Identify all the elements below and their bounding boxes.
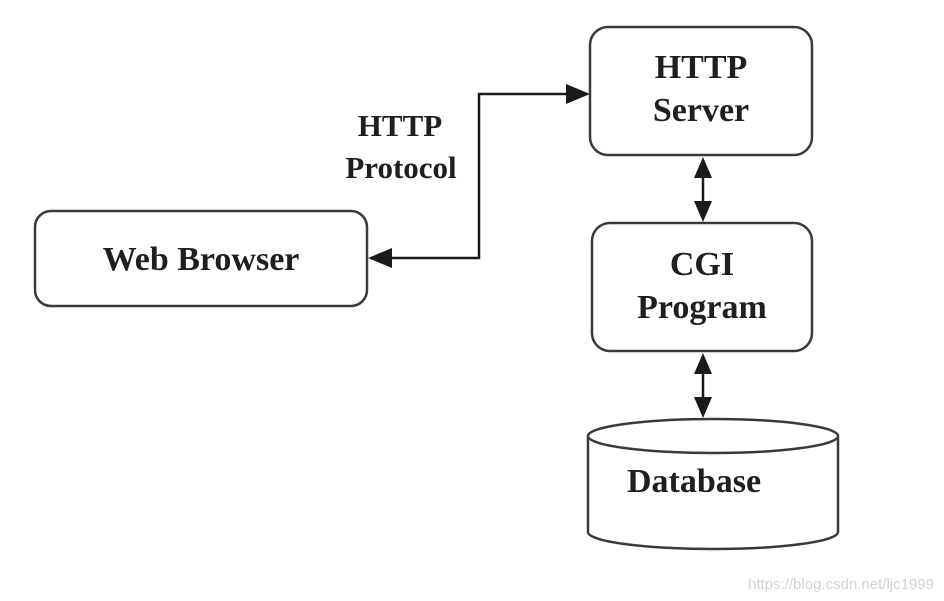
arrowhead-to-web-browser: [368, 248, 392, 268]
web-browser-label: Web Browser: [103, 241, 300, 278]
database-cylinder-top: [586, 417, 840, 455]
http-server-label-line2: Server: [653, 92, 749, 129]
http-protocol-line: [390, 92, 568, 260]
http-protocol-label-line2: Protocol: [345, 150, 457, 185]
arrowhead-to-cgi-program-top: [694, 201, 712, 222]
http-server-node: HTTP Server: [588, 25, 814, 157]
cgi-program-node: CGI Program: [590, 221, 814, 353]
http-server-label-line1: HTTP: [655, 49, 748, 86]
arrowhead-to-database: [694, 397, 712, 418]
server-cgi-connector: [694, 157, 712, 222]
arrowhead-to-http-server: [566, 84, 590, 104]
database-cylinder-body: [586, 436, 840, 551]
web-browser-box: [33, 209, 369, 308]
cgi-program-label-line1: CGI: [670, 246, 734, 283]
arrowhead-to-http-server-bottom: [694, 157, 712, 178]
database-node: Database: [586, 417, 840, 551]
http-server-box: [588, 25, 814, 157]
cgi-database-connector: [694, 353, 712, 418]
cgi-program-label-line2: Program: [637, 289, 767, 326]
http-protocol-label-line1: HTTP: [358, 108, 442, 143]
database-label: Database: [627, 463, 761, 500]
arrowhead-to-cgi-program-bottom: [694, 353, 712, 374]
cgi-program-box: [590, 221, 814, 353]
watermark-text: https://blog.csdn.net/ljc1999: [748, 576, 934, 593]
web-browser-node: Web Browser: [33, 209, 369, 308]
http-protocol-connector: [368, 84, 590, 268]
